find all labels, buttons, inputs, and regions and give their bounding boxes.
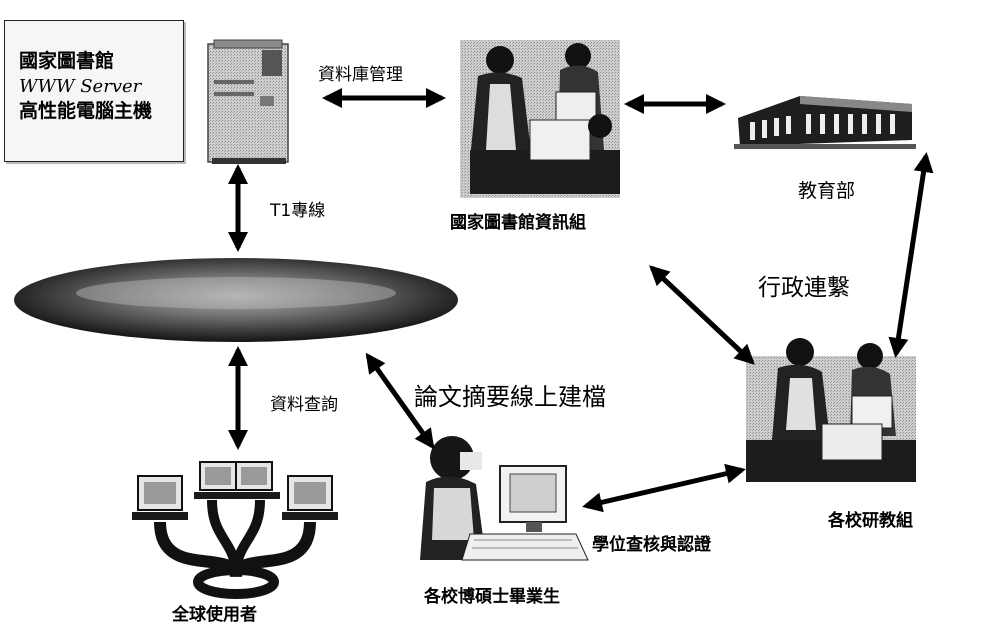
- connector-arrows: [228, 88, 934, 513]
- school-grad-office-photo: [746, 338, 916, 482]
- label-graduates: 各校博碩士畢業生: [424, 587, 560, 607]
- server-label-line2: WWW Server: [19, 76, 142, 97]
- ministry-building-icon: [734, 96, 916, 149]
- arrow-ministry-school: [888, 152, 934, 358]
- internet-cloud-icon: [14, 258, 458, 342]
- server-label-line1: 國家圖書館: [19, 50, 115, 72]
- global-users-icon: [132, 461, 338, 599]
- label-db-management: 資料庫管理: [318, 65, 403, 85]
- label-online-abstract-upload: 論文摘要線上建檔: [414, 383, 606, 411]
- arrow-graduate-school: [582, 463, 746, 513]
- label-ministry: 教育部: [798, 180, 856, 202]
- ncl-info-division-photo: [460, 40, 620, 198]
- label-admin-contact: 行政連繫: [758, 275, 850, 301]
- label-school-grad-office: 各校研教組: [828, 511, 913, 531]
- server-label-box: 國家圖書館 WWW Server 高性能電腦主機: [4, 20, 184, 162]
- arrow-ncl-school: [649, 265, 755, 365]
- label-t1-line: T1專線: [270, 201, 326, 221]
- label-global-users: 全球使用者: [172, 605, 257, 625]
- server-tower-icon: [207, 39, 289, 164]
- label-data-query: 資料查詢: [270, 395, 338, 415]
- server-label-line3: 高性能電腦主機: [19, 100, 153, 122]
- arrow-internet-graduate: [365, 352, 435, 450]
- label-ncl-info-division: 國家圖書館資訊組: [450, 213, 586, 233]
- label-degree-verification: 學位查核與認證: [592, 535, 711, 555]
- graduate-computer-icon: [420, 436, 589, 561]
